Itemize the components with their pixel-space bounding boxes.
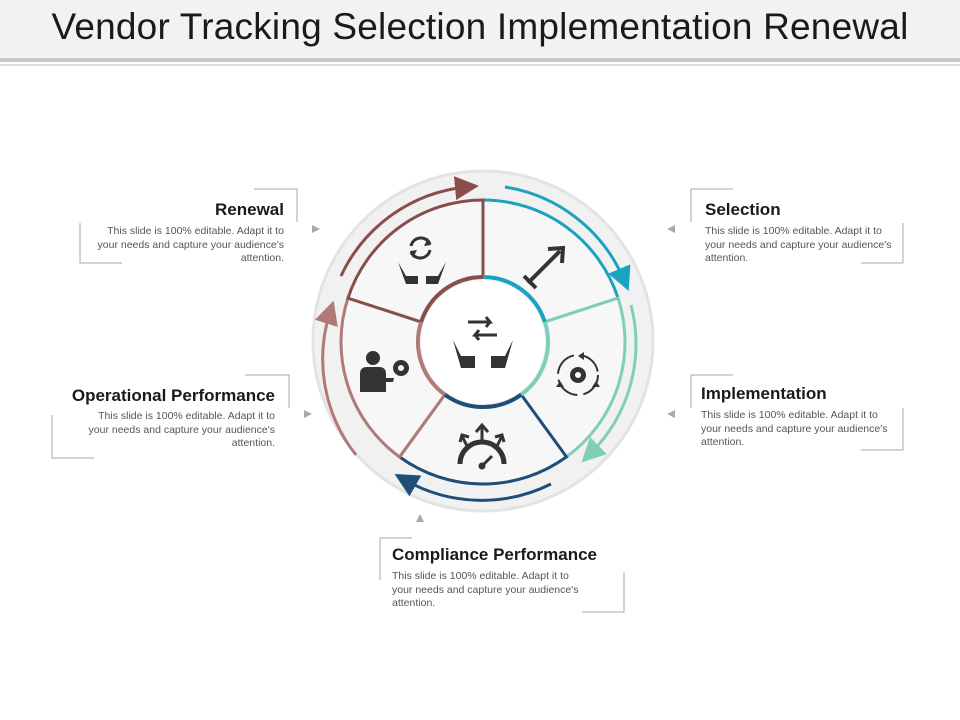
implementation-title: Implementation xyxy=(701,384,827,403)
hands-exchange-icon xyxy=(453,316,513,368)
implementation-inner-arc xyxy=(520,321,550,397)
selection-pointer xyxy=(667,225,689,233)
speedometer-arrows-icon xyxy=(457,422,507,470)
implementation-flow-arrow xyxy=(581,304,638,463)
renewal-title: Renewal xyxy=(215,200,284,219)
implementation-description: This slide is 100% editable. Adapt it to… xyxy=(701,409,888,448)
operational-performance-inner-arc xyxy=(416,321,446,397)
renewal-description: This slide is 100% editable. Adapt it to… xyxy=(97,225,284,264)
implementation-connector xyxy=(690,374,904,451)
gear-cycle-icon xyxy=(556,352,600,396)
selection-inner-arc xyxy=(482,275,547,323)
businessman-gear-icon xyxy=(360,351,409,392)
renewal-inner-arc xyxy=(419,275,484,323)
hands-refresh-icon xyxy=(398,236,446,284)
cursor-arrow-icon xyxy=(522,245,566,290)
compliance-connector xyxy=(379,537,625,613)
renewal-pointer xyxy=(298,225,320,233)
operational-performance-description: This slide is 100% editable. Adapt it to… xyxy=(88,410,275,449)
renewal-connector xyxy=(79,188,298,264)
title-divider xyxy=(0,58,960,62)
page-title: Vendor Tracking Selection Implementation… xyxy=(51,6,909,47)
compliance-pointer xyxy=(416,514,424,536)
selection-description: This slide is 100% editable. Adapt it to… xyxy=(705,225,892,264)
title-bar xyxy=(0,0,960,58)
renewal-flow-arrow xyxy=(339,176,479,277)
center-disc xyxy=(421,280,545,404)
title-divider-secondary xyxy=(0,64,960,66)
selection-connector xyxy=(690,188,904,264)
operational-connector xyxy=(51,374,290,459)
compliance-performance-inner-arc xyxy=(443,392,523,409)
compliance-flow-arrow xyxy=(394,474,552,502)
selection-flow-arrow xyxy=(504,185,631,292)
operational-performance-title: Operational Performance xyxy=(71,386,275,405)
operational-flow-arrow xyxy=(314,300,358,456)
operational-pointer xyxy=(290,410,312,418)
compliance-performance-title: Compliance Performance xyxy=(392,545,598,564)
selection-title: Selection xyxy=(705,200,781,219)
implementation-pointer xyxy=(667,410,689,418)
compliance-performance-description: This slide is 100% editable. Adapt it to… xyxy=(392,570,579,609)
